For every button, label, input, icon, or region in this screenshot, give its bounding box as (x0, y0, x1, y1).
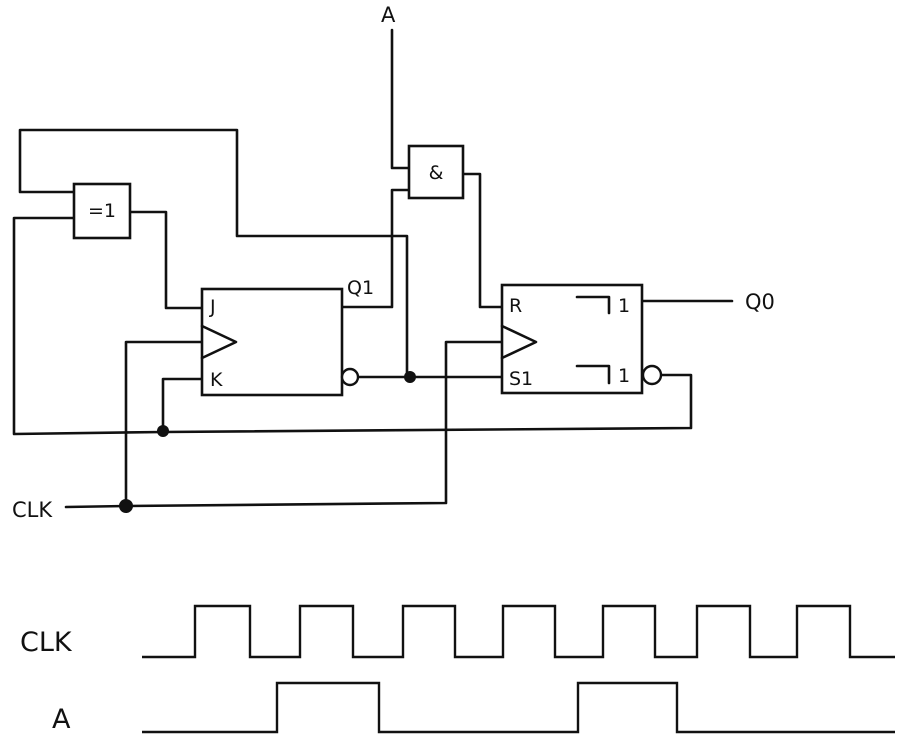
junction-q1bar (404, 371, 416, 383)
wire-xor-feedback (18, 128, 409, 379)
a-waveform (142, 681, 895, 734)
wire-clk (64, 340, 504, 509)
signal-q0-label: Q0 (745, 290, 775, 314)
jk-q1-pin: Q1 (347, 277, 374, 299)
timing-clk-label: CLK (20, 627, 73, 658)
rs-top-output-label: 1 (618, 295, 630, 317)
wire-a-input (390, 28, 411, 170)
rs-bottom-output-label: 1 (618, 365, 630, 387)
junction-k-loop (157, 425, 169, 437)
jk-clock-triangle (200, 324, 238, 360)
wire-clk-to-jk (124, 340, 204, 508)
wire-q1-to-and (340, 188, 411, 309)
xor-gate (72, 182, 132, 240)
junction-clk (119, 499, 133, 513)
rs-bottom-output-symbol (575, 364, 611, 385)
jk-j-pin: J (209, 296, 216, 318)
xor-gate-label: =1 (88, 200, 116, 222)
rs-top-output-symbol (575, 295, 611, 315)
wire-xor-to-j (127, 210, 204, 310)
and-gate (407, 144, 465, 200)
rs-r-pin: R (509, 295, 522, 317)
rs-clock-triangle (500, 324, 538, 360)
wire-k-input (161, 377, 204, 434)
rs-qbar-bubble (641, 364, 663, 386)
signal-a-label: A (381, 3, 396, 27)
jk-k-pin: K (210, 369, 223, 391)
jk-flipflop (200, 287, 344, 397)
signal-clk-label: CLK (12, 498, 53, 522)
rs-flipflop (500, 283, 644, 395)
rs-s1-pin: S1 (509, 368, 533, 390)
wire-and-to-r (460, 172, 504, 309)
and-gate-label: & (429, 162, 444, 184)
timing-a-label: A (52, 704, 71, 735)
clk-waveform (142, 604, 895, 659)
jk-qbar-bubble (340, 367, 360, 387)
